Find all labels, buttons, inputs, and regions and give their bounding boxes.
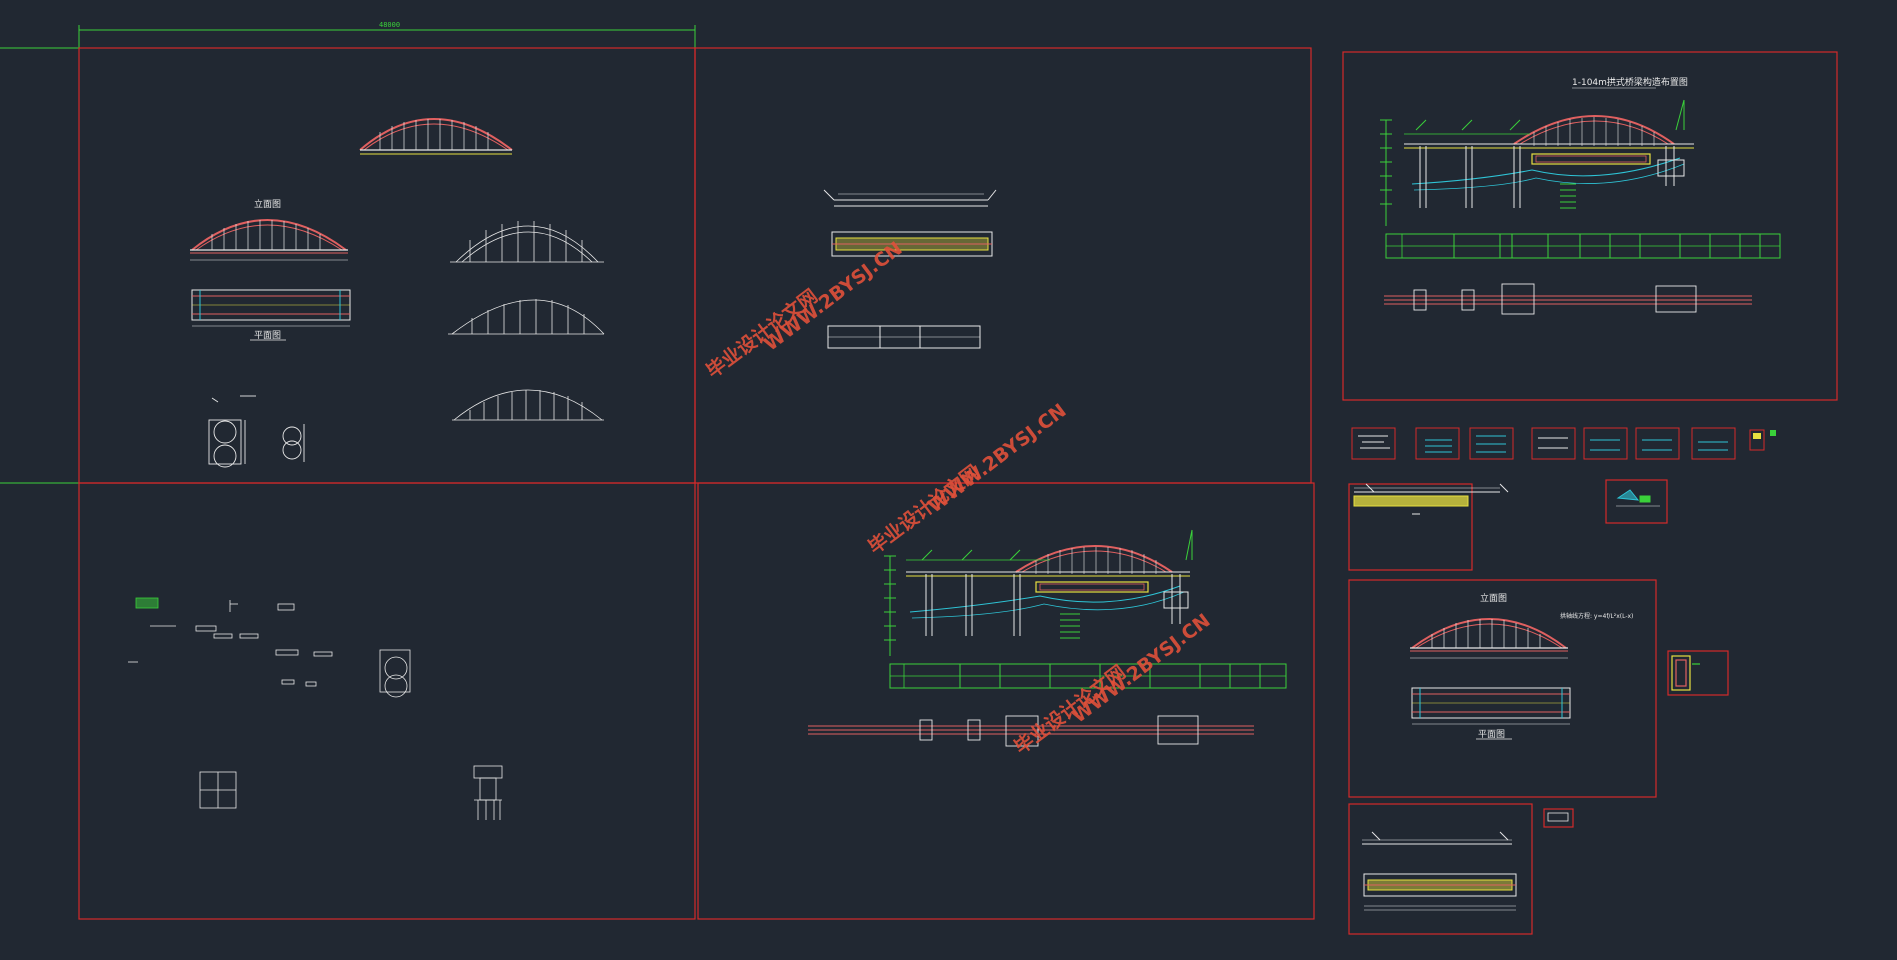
arch-rib-diagram-1 (450, 221, 604, 263)
arch-elevation-2 (1410, 618, 1568, 659)
elevation-title-1: 立面图 (254, 198, 281, 210)
sheet-frame-small-2 (1667, 650, 1729, 696)
sheet-frame-right-bottom (1348, 803, 1533, 935)
arch-elevation-1 (190, 219, 348, 261)
small-detail-1 (1616, 489, 1660, 507)
deck-detail-right-a (1353, 483, 1509, 515)
thumbnail-contents (1358, 430, 1776, 453)
scattered-details (128, 597, 503, 820)
sheet-frame-small-1 (1605, 479, 1668, 524)
arch-elevation-small (359, 118, 513, 155)
bridge-elevation-right (1380, 99, 1781, 315)
sheet-frame-bottom-mid (697, 482, 1315, 920)
deck-section-drawings (823, 189, 997, 349)
deck-detail-right-b (1362, 831, 1517, 911)
section-title-right: 1-104m拱式桥梁构造布置图 (1572, 76, 1688, 88)
arch-rib-diagram-2 (448, 299, 605, 335)
arch-rib-diagram-3 (452, 389, 604, 421)
sheet-frame-small-3 (1543, 808, 1574, 828)
elevation-title-2: 立面图 (1480, 592, 1507, 604)
sheet-frame-top-left (78, 47, 696, 484)
small-detail-3 (1547, 812, 1569, 822)
note-right: 拱轴线方程: y=4f/L²x(L-x) (1560, 612, 1633, 620)
top-dimension-text: 48000 (379, 21, 400, 29)
top-dimension (0, 25, 696, 484)
sheet-frame-bottom-left (78, 482, 696, 920)
bridge-elevation-main (808, 529, 1287, 747)
sheet-frame-right-mid-a (1348, 483, 1473, 571)
plan-title-1: 平面图 (254, 330, 281, 341)
thumbnail-row (1351, 427, 1765, 460)
sheet-frame-right-top (1342, 51, 1838, 401)
sheet-frame-top-mid (694, 47, 1312, 484)
bridge-plan-2 (1411, 687, 1571, 725)
sheet-frame-right-mid-b (1348, 579, 1657, 798)
small-detail-2 (1671, 655, 1700, 691)
bridge-plan-1 (191, 289, 351, 327)
plan-title-2: 平面图 (1478, 729, 1505, 740)
section-detail-1 (208, 395, 305, 468)
sheet-frames (78, 47, 1838, 935)
